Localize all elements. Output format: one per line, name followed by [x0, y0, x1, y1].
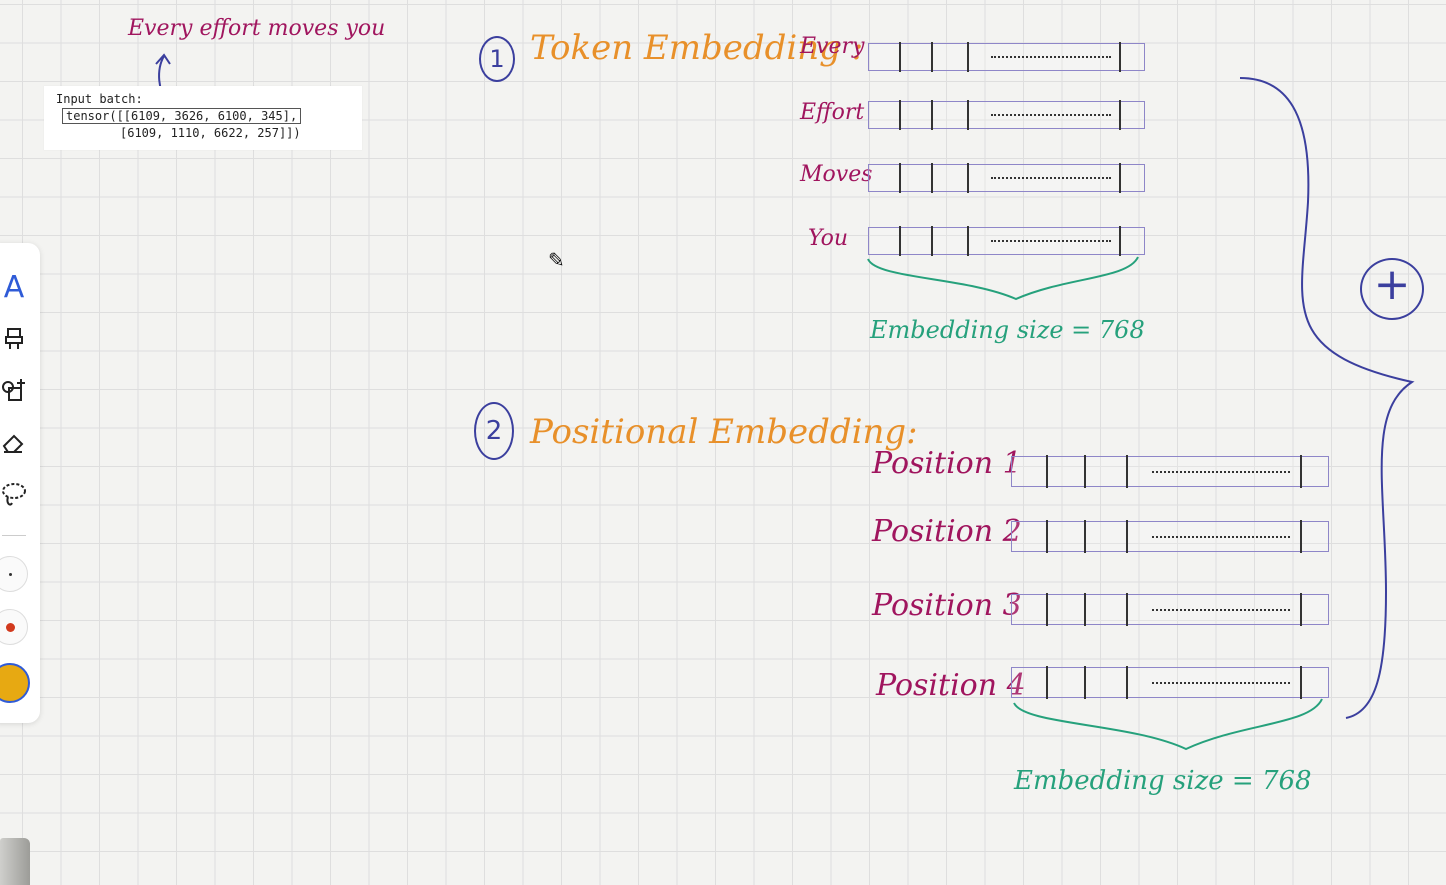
- token-section-number: 1: [479, 36, 515, 82]
- input-batch-line-2: [6109, 1110, 6622, 257]]): [120, 126, 301, 140]
- input-batch-card: Input batch: tensor([[6109, 3626, 6100, …: [44, 86, 362, 150]
- drawing-toolbar: A: [0, 243, 40, 723]
- text-icon[interactable]: A: [3, 269, 25, 305]
- token-embedding-size: Embedding size = 768: [870, 316, 1145, 344]
- token-embedding-vector-4: [868, 226, 1145, 256]
- position-row-label-1: Position 1: [872, 446, 1022, 481]
- token-row-label-4: You: [808, 226, 849, 251]
- token-row-label-2: Effort: [800, 100, 865, 125]
- plus-circle: [1360, 258, 1424, 320]
- positional-section-number: 2: [474, 402, 514, 460]
- token-embedding-brace: [867, 256, 1139, 301]
- highlighter-icon[interactable]: [0, 321, 32, 357]
- input-batch-label: Input batch:: [56, 92, 143, 106]
- positional-embedding-vector-3: [1011, 593, 1329, 626]
- pen-cursor-icon: ✎: [548, 248, 565, 272]
- annotation-sentence: Every effort moves you: [128, 16, 386, 41]
- token-embedding-vector-3: [868, 163, 1145, 193]
- positional-embedding-vector-1: [1011, 455, 1329, 488]
- token-embedding-vector-1: [868, 42, 1145, 72]
- color-yellow-swatch[interactable]: [0, 663, 30, 703]
- pen-size-small[interactable]: [0, 556, 28, 592]
- token-row-label-1: Every: [800, 34, 865, 59]
- input-batch-line-1: tensor([[6109, 3626, 6100, 345],: [62, 108, 302, 124]
- positional-embedding-brace: [1013, 698, 1323, 751]
- toolbar-separator: [2, 535, 26, 536]
- sum-brace: [1239, 77, 1415, 719]
- plus-symbol: +: [1373, 259, 1411, 310]
- position-row-label-3: Position 3: [872, 588, 1022, 623]
- token-row-label-3: Moves: [800, 162, 873, 187]
- eraser-icon[interactable]: [0, 425, 32, 461]
- shape-add-icon[interactable]: [0, 373, 32, 409]
- token-section-title: Token Embedding :: [530, 28, 864, 68]
- position-row-label-2: Position 2: [872, 514, 1022, 549]
- position-row-label-4: Position 4: [876, 668, 1026, 703]
- token-embedding-vector-2: [868, 100, 1145, 130]
- partial-object: [0, 838, 30, 885]
- lasso-icon[interactable]: [0, 477, 32, 513]
- color-red-swatch[interactable]: [0, 609, 28, 645]
- positional-embedding-vector-2: [1011, 520, 1329, 553]
- positional-section-title: Positional Embedding:: [530, 412, 918, 452]
- positional-embedding-size: Embedding size = 768: [1014, 766, 1312, 796]
- positional-embedding-vector-4: [1011, 666, 1329, 699]
